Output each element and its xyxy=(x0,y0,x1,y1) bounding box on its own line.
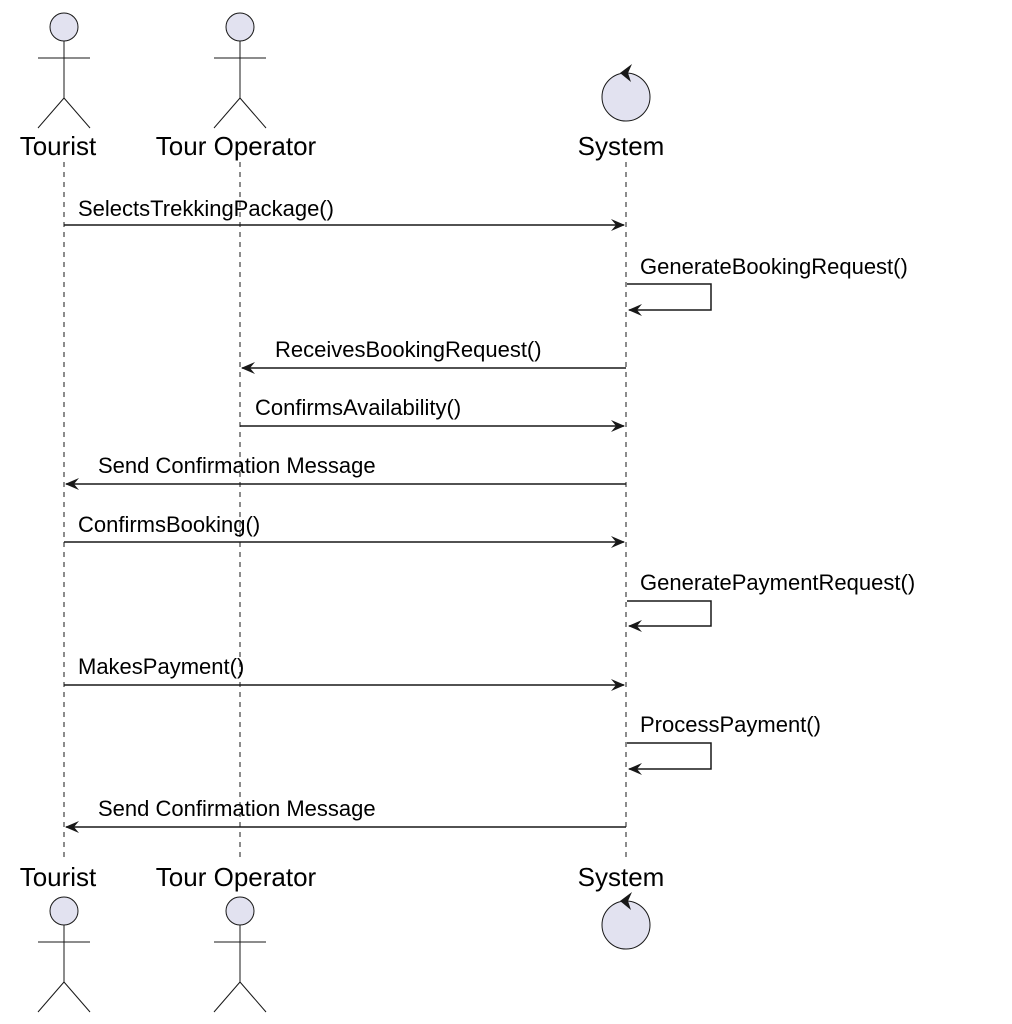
message-label: MakesPayment() xyxy=(78,654,244,679)
participant-name-tour-operator: Tour Operator xyxy=(156,862,317,892)
message-5: Send Confirmation Message xyxy=(65,453,626,490)
message-label: GeneratePaymentRequest() xyxy=(640,570,915,595)
participant-name-system: System xyxy=(578,862,665,892)
control-icon xyxy=(601,72,651,122)
actor-tour-operator-top: Tour Operator xyxy=(156,12,317,161)
actor-tour-operator-bottom: Tour Operator xyxy=(156,862,317,1013)
message-label: ProcessPayment() xyxy=(640,712,821,737)
actor-tourist-top: Tourist xyxy=(20,12,97,161)
message-7-self: GeneratePaymentRequest() xyxy=(627,570,915,632)
actor-icon xyxy=(225,896,255,926)
message-label: Send Confirmation Message xyxy=(98,453,376,478)
message-2-self: GenerateBookingRequest() xyxy=(627,254,908,316)
control-icon xyxy=(601,900,651,950)
message-9-self: ProcessPayment() xyxy=(627,712,821,775)
message-1: SelectsTrekkingPackage() xyxy=(64,196,625,231)
actor-icon xyxy=(49,896,79,926)
message-label: SelectsTrekkingPackage() xyxy=(78,196,334,221)
message-4: ConfirmsAvailability() xyxy=(240,395,625,432)
actor-icon xyxy=(49,12,79,42)
participant-name-tour-operator: Tour Operator xyxy=(156,131,317,161)
message-label: ConfirmsBooking() xyxy=(78,512,260,537)
control-system-top: System xyxy=(578,64,665,161)
control-system-bottom: System xyxy=(578,862,665,950)
message-8: MakesPayment() xyxy=(64,654,625,691)
message-label: Send Confirmation Message xyxy=(98,796,376,821)
message-label: GenerateBookingRequest() xyxy=(640,254,908,279)
actor-tourist-bottom: Tourist xyxy=(20,862,97,1013)
message-6: ConfirmsBooking() xyxy=(64,512,625,548)
message-label: ReceivesBookingRequest() xyxy=(275,337,542,362)
participant-name-tourist: Tourist xyxy=(20,131,97,161)
participant-name-system: System xyxy=(578,131,665,161)
message-10: Send Confirmation Message xyxy=(65,796,626,833)
participant-name-tourist: Tourist xyxy=(20,862,97,892)
actor-icon xyxy=(225,12,255,42)
message-label: ConfirmsAvailability() xyxy=(255,395,461,420)
message-3: ReceivesBookingRequest() xyxy=(241,337,626,374)
